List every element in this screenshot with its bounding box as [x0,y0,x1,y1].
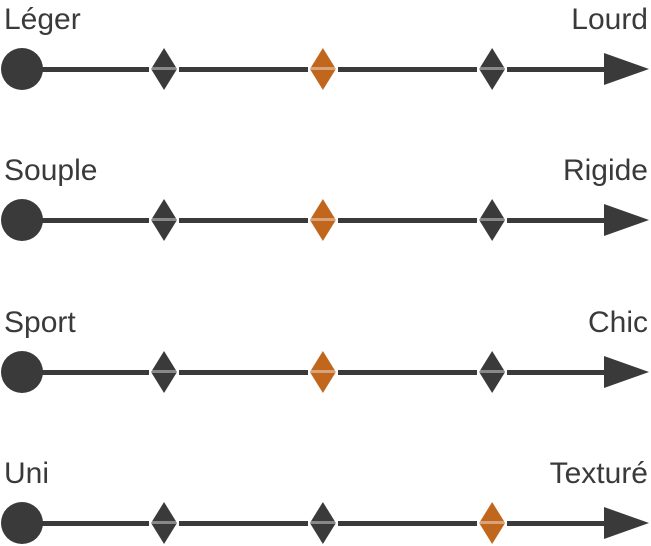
marker-axis-stripe [149,218,180,221]
diamond-marker[interactable] [477,47,508,91]
marker-axis-stripe [149,67,180,70]
axis-arrowhead-icon [604,53,649,85]
diamond-marker[interactable] [477,198,508,242]
scale-row-flexibility: Souple Rigide [0,153,651,275]
marker-axis-stripe [477,521,508,524]
scale-left-label: Léger [4,3,81,36]
scale-right-label: Lourd [571,3,648,36]
selected-diamond-marker[interactable] [477,501,508,545]
scale-row-weight: Léger Lourd [0,2,651,124]
scale-right-label: Chic [587,306,648,339]
marker-axis-stripe [307,218,338,221]
axis-arrowhead-icon [604,204,649,236]
diamond-marker[interactable] [477,350,508,394]
diamond-marker[interactable] [149,501,180,545]
scale-row-pattern: Uni Texturé [0,456,651,546]
scale-left-label: Uni [4,457,50,490]
scale-row-style: Sport Chic [0,305,651,427]
diamond-marker[interactable] [149,198,180,242]
axis-arrowhead-icon [604,356,649,388]
marker-axis-stripe [307,67,338,70]
marker-axis-stripe [477,67,508,70]
selected-diamond-marker[interactable] [307,350,338,394]
marker-axis-stripe [307,521,338,524]
marker-axis-stripe [307,370,338,373]
scale-right-label: Rigide [562,154,648,187]
scale-left-label: Sport [4,306,76,339]
marker-axis-stripe [477,370,508,373]
marker-axis-stripe [477,218,508,221]
axis-arrowhead-icon [604,507,649,539]
diamond-marker[interactable] [307,501,338,545]
axis-start-dot-icon [1,502,43,544]
diamond-marker[interactable] [149,350,180,394]
selected-diamond-marker[interactable] [307,47,338,91]
marker-axis-stripe [149,521,180,524]
selected-diamond-marker[interactable] [307,198,338,242]
axis-start-dot-icon [1,48,43,90]
axis-start-dot-icon [1,199,43,241]
scale-left-label: Souple [4,154,98,187]
diamond-marker[interactable] [149,47,180,91]
scale-right-label: Texturé [549,457,648,490]
axis-start-dot-icon [1,351,43,393]
marker-axis-stripe [149,370,180,373]
